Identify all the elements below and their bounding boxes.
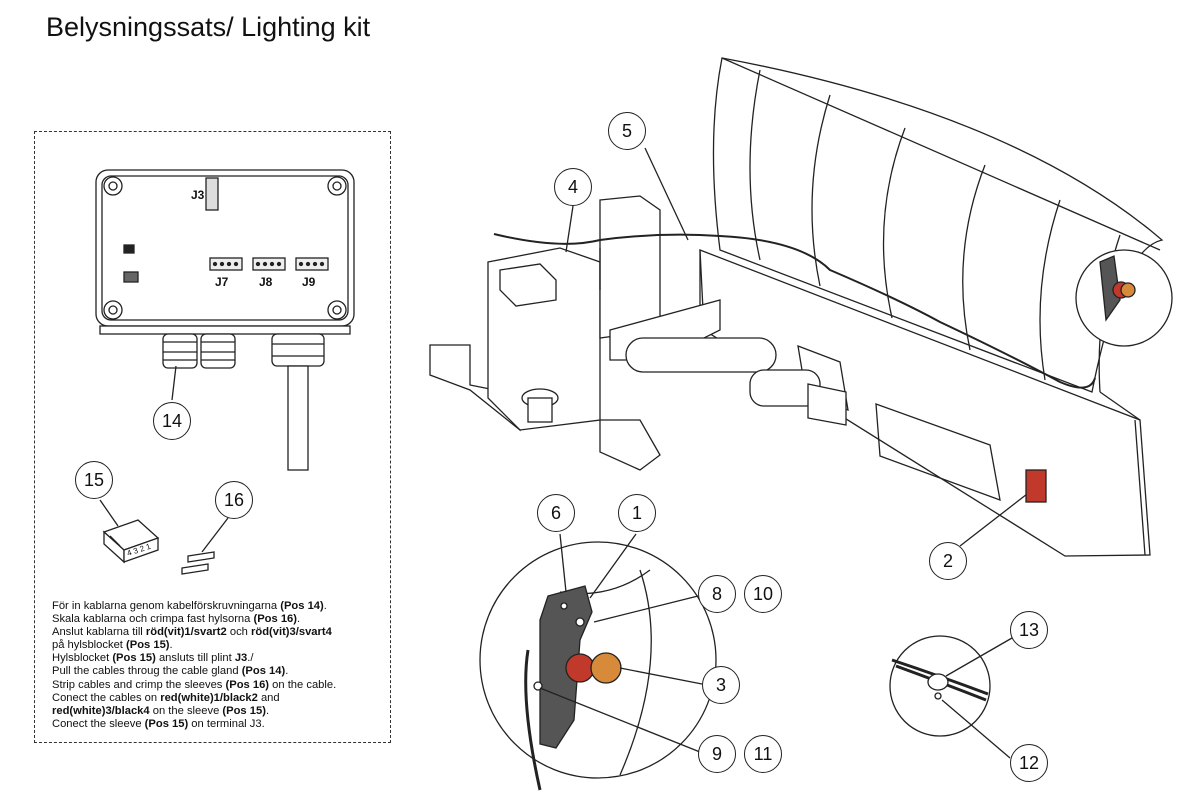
instruction-segment: Conect the cables on xyxy=(52,691,161,704)
instruction-segment: on terminal J3. xyxy=(188,717,265,730)
diagram-title: Belysningssats/ Lighting kit xyxy=(46,12,371,42)
hitch-frame xyxy=(429,195,847,471)
label-j8: J8 xyxy=(259,275,273,289)
instruction-segment: (Pos 14) xyxy=(241,665,286,678)
sleeve-block xyxy=(102,519,160,564)
instruction-segment: on the sleeve xyxy=(149,704,223,717)
terminal-j7 xyxy=(209,257,243,271)
instruction-line: Pull the cables throug the cable gland (… xyxy=(52,665,382,678)
instruction-line: på hylsblocket (Pos 15). xyxy=(52,639,382,652)
instruction-segment: . xyxy=(265,704,270,717)
instruction-line: Hylsblocket (Pos 15) ansluts till plint … xyxy=(52,652,382,665)
junction-box xyxy=(95,169,355,471)
instruction-segment: Hylsblocket xyxy=(52,652,113,665)
instruction-line: Conect the cables on red(white)1/black2 … xyxy=(52,692,382,705)
instruction-segment: (Pos 15) xyxy=(144,717,189,730)
callout-16: 16 xyxy=(215,481,253,519)
instruction-segment: . xyxy=(323,600,327,612)
instruction-segment: (Pos 15) xyxy=(126,639,170,652)
instruction-line: Anslut kablarna till röd(vit)1/svart2 oc… xyxy=(52,626,382,639)
callout-14: 14 xyxy=(153,402,191,440)
instruction-line: För in kablarna genom kabelförskruvninga… xyxy=(52,600,382,613)
instruction-segment: Skala kablarna och crimpa fast hylsorna xyxy=(52,613,254,626)
instructions-text: För in kablarna genom kabelförskruvninga… xyxy=(52,600,382,731)
instruction-segment: and xyxy=(257,691,280,704)
instruction-segment: För in kablarna genom kabelförskruvninga… xyxy=(52,600,281,612)
callout-2: 2 xyxy=(929,542,967,580)
terminal-j9 xyxy=(295,257,329,271)
callout-13: 13 xyxy=(1010,611,1048,649)
cable-clamp-detail xyxy=(889,635,991,737)
callout-11: 11 xyxy=(744,735,782,773)
instruction-segment: (Pos 16) xyxy=(253,613,298,626)
cable-run xyxy=(493,233,1096,389)
lamp-detail-small xyxy=(1075,249,1173,347)
callout-9: 9 xyxy=(698,735,736,773)
instruction-segment: Pull the cables throug the cable gland xyxy=(52,665,242,678)
instruction-segment: . xyxy=(169,639,173,652)
instruction-segment: J3 xyxy=(234,652,248,665)
instruction-panel xyxy=(34,131,391,743)
callout-3: 3 xyxy=(702,666,740,704)
instruction-segment: (Pos 15) xyxy=(222,704,266,717)
instruction-line: red(white)3/black4 on the sleeve (Pos 15… xyxy=(52,705,382,718)
instruction-segment: (Pos 15) xyxy=(112,652,156,665)
lamp-detail-large xyxy=(479,541,717,791)
callout-6: 6 xyxy=(537,494,575,532)
plough-blade xyxy=(712,57,1164,393)
crimp-sleeves xyxy=(181,551,215,575)
instruction-segment: . xyxy=(285,665,289,678)
instruction-segment: (Pos 16) xyxy=(225,678,270,691)
instruction-segment: (Pos 14) xyxy=(280,600,324,612)
label-j7: J7 xyxy=(215,275,229,289)
callout-12: 12 xyxy=(1010,744,1048,782)
instruction-line: Skala kablarna och crimpa fast hylsorna … xyxy=(52,613,382,626)
instruction-segment: ansluts till plint xyxy=(155,652,235,665)
instruction-segment: på hylsblocket xyxy=(52,639,127,652)
instruction-line: Conect the sleeve (Pos 15) on terminal J… xyxy=(52,718,382,731)
callout-4: 4 xyxy=(554,168,592,206)
instruction-segment: . xyxy=(297,613,301,626)
instruction-segment: red(white)1/black2 xyxy=(160,691,258,704)
instruction-segment: röd(vit)1/svart2 xyxy=(145,626,227,639)
instruction-segment: Anslut kablarna till xyxy=(52,626,146,639)
callout-5: 5 xyxy=(608,112,646,150)
callout-1: 1 xyxy=(618,494,656,532)
instruction-segment: ./ xyxy=(247,652,254,665)
instruction-segment: Strip cables and crimp the sleeves xyxy=(52,678,226,691)
label-j3: J3 xyxy=(191,188,205,202)
callout-8: 8 xyxy=(698,575,736,613)
cable-glands xyxy=(162,333,325,471)
instruction-segment: red(white)3/black4 xyxy=(52,704,150,717)
instruction-segment: Conect the sleeve xyxy=(52,717,145,730)
instruction-segment: on the cable. xyxy=(269,678,337,691)
instruction-line: Strip cables and crimp the sleeves (Pos … xyxy=(52,679,382,692)
callout-15: 15 xyxy=(75,461,113,499)
callout-10: 10 xyxy=(744,575,782,613)
instruction-segment: och xyxy=(226,626,251,639)
terminal-j8 xyxy=(252,257,286,271)
instruction-segment: röd(vit)3/svart4 xyxy=(251,626,332,639)
label-j9: J9 xyxy=(302,275,316,289)
